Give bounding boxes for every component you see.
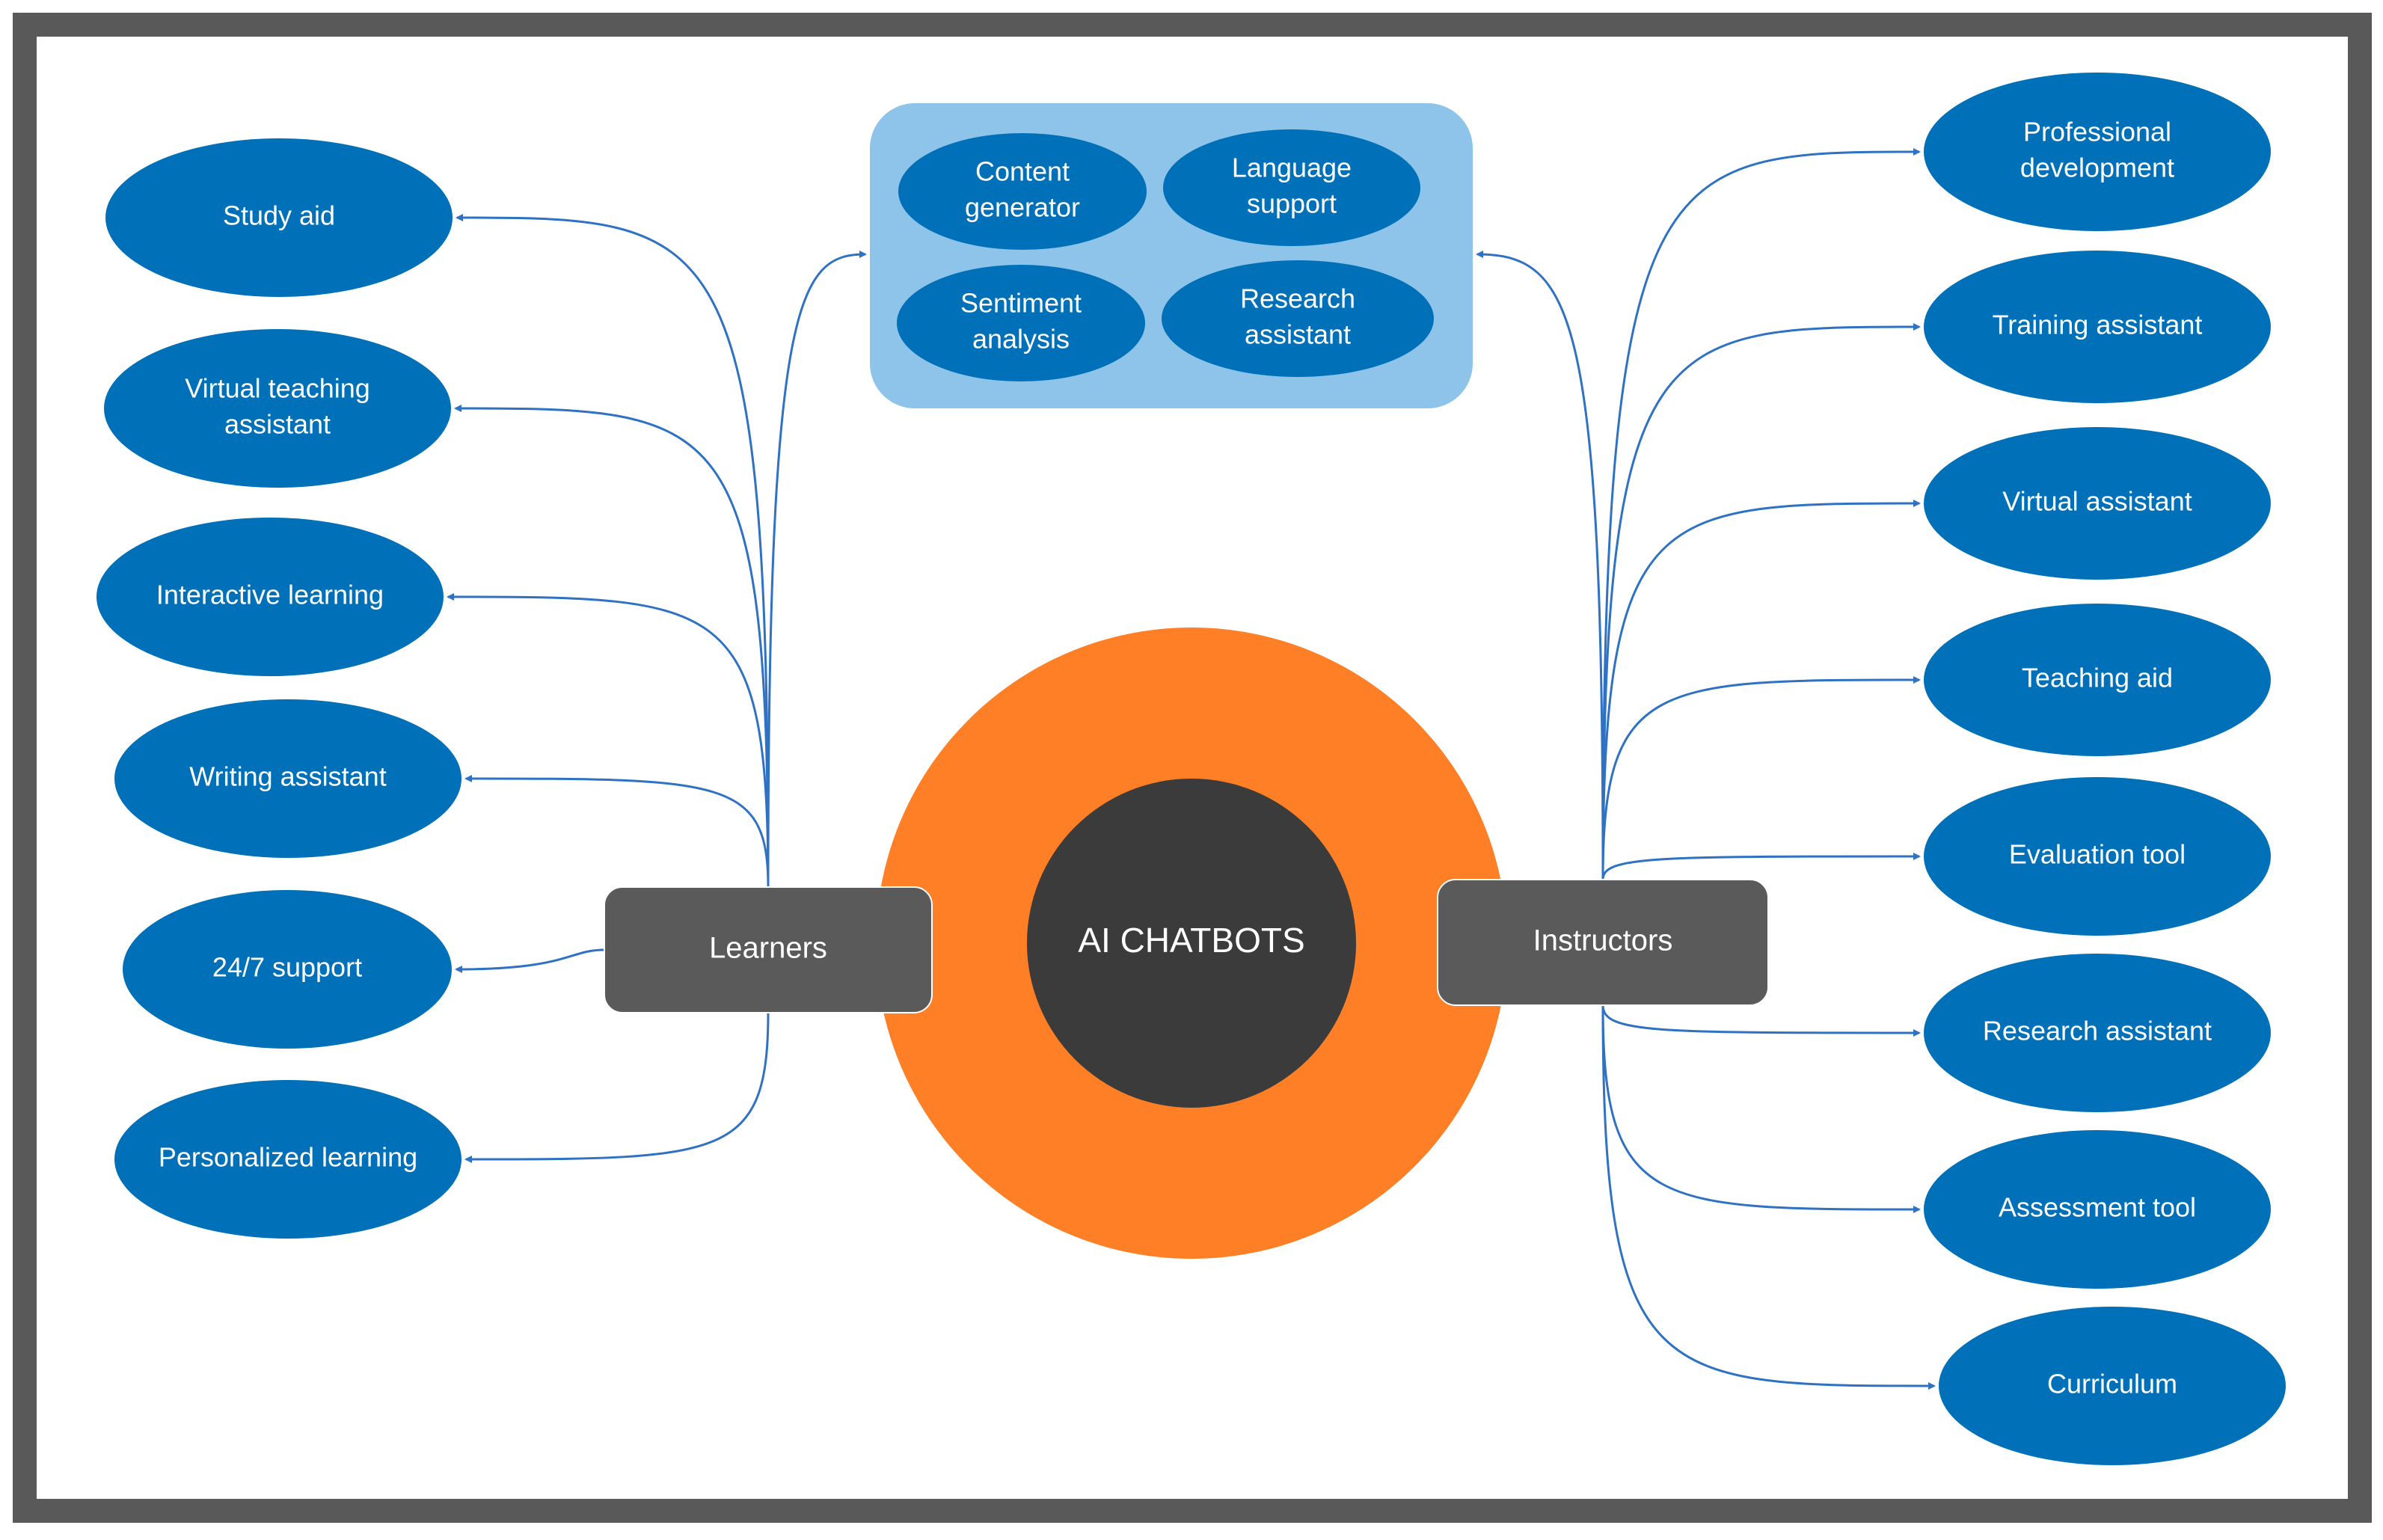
instructor-node-label: Research assistant [1983, 1016, 2212, 1046]
learners-hub-label: Learners [709, 932, 827, 965]
connector-instructor-5 [1601, 1004, 1921, 1037]
shared-node-ellipse[interactable] [898, 133, 1147, 250]
shared-node-label: Research [1240, 283, 1355, 314]
instructor-node-curriculum[interactable]: Curriculum [1939, 1307, 2286, 1465]
instructor-node-label: Curriculum [2047, 1369, 2177, 1399]
instructor-node-assessment-tool[interactable]: Assessment tool [1924, 1130, 2271, 1289]
shared-node-label: Language [1232, 153, 1352, 183]
shared-node-language-support[interactable]: Language support [1163, 129, 1420, 246]
connector-instructor-shared [1476, 251, 1604, 880]
connector-instructor-7 [1601, 1004, 1936, 1390]
connector-learner-0 [456, 214, 770, 888]
shared-node-label: analysis [972, 324, 1070, 355]
instructors-hub-label: Instructors [1533, 924, 1673, 957]
shared-node-label: assistant [1245, 319, 1351, 350]
learner-node-virtual-teaching-assistant[interactable]: Virtual teaching assistant [104, 329, 451, 488]
connector-instructor-4 [1601, 853, 1921, 880]
learner-node-label: Personalized learning [159, 1142, 417, 1173]
instructor-node-ellipse[interactable] [1924, 251, 2271, 403]
shared-node-label: support [1247, 188, 1337, 219]
connector-learner-2 [447, 593, 770, 888]
connector-instructor-6 [1601, 1004, 1921, 1213]
instructor-node-label: Training assistant [1993, 310, 2203, 340]
shared-node-ellipse[interactable] [1162, 260, 1434, 377]
shared-node-label: Sentiment [960, 288, 1082, 319]
instructor-node-teaching-aid[interactable]: Teaching aid [1924, 604, 2271, 756]
inner-circle [1027, 779, 1356, 1108]
instructor-node-label: Assessment tool [1999, 1192, 2196, 1223]
learner-node-24-7-support[interactable]: 24/7 support [123, 890, 452, 1049]
shared-node-research-assistant[interactable]: Research assistant [1162, 260, 1434, 377]
learner-node-ellipse[interactable] [114, 1080, 461, 1239]
shared-node-content-generator[interactable]: Content generator [898, 133, 1147, 250]
instructor-node-ellipse[interactable] [1939, 1307, 2286, 1465]
instructor-node-training-assistant[interactable]: Training assistant [1924, 251, 2271, 403]
instructor-node-ellipse[interactable] [1924, 954, 2271, 1112]
instructor-node-label: development [2020, 153, 2174, 183]
instructor-node-label: Virtual assistant [2002, 486, 2192, 517]
instructor-node-label: Evaluation tool [2009, 839, 2186, 870]
connector-learner-4 [455, 948, 605, 973]
learner-node-ellipse[interactable] [104, 329, 451, 488]
instructor-node-ellipse[interactable] [1924, 427, 2271, 580]
shared-node-label: generator [965, 192, 1080, 223]
instructor-node-evaluation-tool[interactable]: Evaluation tool [1924, 777, 2271, 936]
learner-node-ellipse[interactable] [123, 890, 452, 1049]
learners-hub[interactable] [604, 886, 933, 1013]
instructor-node-ellipse[interactable] [1924, 604, 2271, 756]
instructor-node-ellipse[interactable] [1924, 777, 2271, 936]
learner-node-ellipse[interactable] [105, 138, 453, 297]
instructor-node-label: Teaching aid [2022, 663, 2173, 693]
connector-instructor-0 [1601, 148, 1921, 880]
instructor-node-ellipse[interactable] [1924, 73, 2271, 231]
instructor-node-research-assistant[interactable]: Research assistant [1924, 954, 2271, 1112]
connector-instructor-1 [1601, 323, 1921, 880]
learner-node-personalized-learning[interactable]: Personalized learning [114, 1080, 461, 1239]
learner-node-interactive-learning[interactable]: Interactive learning [96, 518, 444, 676]
learner-node-study-aid[interactable]: Study aid [105, 138, 453, 297]
shared-node-ellipse[interactable] [1163, 129, 1420, 246]
instructors-hub[interactable] [1437, 879, 1769, 1006]
learner-node-ellipse[interactable] [114, 699, 461, 858]
shared-node-label: Content [975, 156, 1070, 187]
instructor-node-professional-development[interactable]: Professional development [1924, 73, 2271, 231]
connector-learner-5 [464, 1012, 770, 1163]
instructor-node-ellipse[interactable] [1924, 1130, 2271, 1289]
connector-learner-shared [767, 251, 867, 888]
learner-node-writing-assistant[interactable]: Writing assistant [114, 699, 461, 858]
connector-instructor-3 [1601, 676, 1921, 880]
instructor-node-virtual-assistant[interactable]: Virtual assistant [1924, 427, 2271, 580]
learner-node-label: Virtual teaching [185, 373, 370, 404]
learner-node-label: 24/7 support [212, 952, 362, 983]
learner-node-label: Study aid [223, 200, 335, 231]
learner-node-label: Interactive learning [156, 580, 384, 610]
shared-node-sentiment-analysis[interactable]: Sentiment analysis [897, 265, 1145, 381]
connector-instructor-2 [1601, 500, 1921, 880]
center-label: AI CHATBOTS [1078, 921, 1304, 960]
connector-learner-1 [454, 405, 770, 888]
connector-learner-3 [464, 775, 770, 888]
instructor-node-label: Professional [2023, 117, 2171, 147]
connector-group [447, 148, 1936, 1390]
shared-node-ellipse[interactable] [897, 265, 1145, 381]
learner-node-ellipse[interactable] [96, 518, 444, 676]
learner-node-label: assistant [224, 409, 331, 440]
shared-node-group: Content generator Language supportSentiment… [897, 129, 1434, 381]
learner-node-label: Writing assistant [189, 761, 386, 792]
